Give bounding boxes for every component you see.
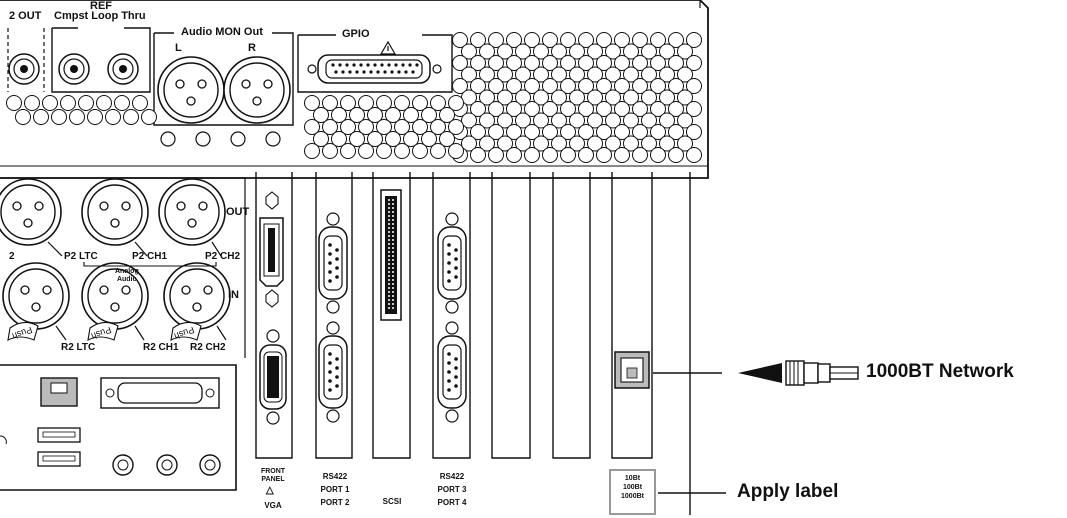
- gpio-group: [297, 34, 453, 93]
- in-label: IN: [228, 289, 239, 301]
- p2-ch1-label: P2 CH1: [132, 251, 168, 262]
- rs422-port-4: [437, 321, 467, 423]
- ref-label: REF: [90, 0, 112, 12]
- dvi-connector: [259, 191, 284, 308]
- rj45-port: [614, 351, 650, 389]
- lower-chassis: [0, 177, 246, 491]
- ref-group: [7, 27, 151, 93]
- analog-audio-label: Analog Audio: [115, 268, 139, 283]
- p2-ch2-label: P2 CH2: [205, 251, 241, 262]
- p2-ltc-label: P2 LTC: [64, 251, 98, 262]
- lower-io: [0, 377, 221, 476]
- pci-slots: [255, 172, 691, 515]
- p2-partial-label: 2: [9, 251, 15, 262]
- rs422-port-3: [437, 212, 467, 314]
- r2-ch1-label: R2 CH1: [143, 342, 179, 353]
- audio-r-label: R: [248, 42, 256, 54]
- gpio-pins: [331, 63, 419, 74]
- front-panel-label: FRONT PANEL: [260, 468, 286, 483]
- speed-label-sticker: [609, 469, 656, 515]
- arrow-left-icon: [738, 363, 782, 383]
- speed-label-text: 10Bt 100Bt 1000Bt: [621, 475, 644, 500]
- r2-ch2-label: R2 CH2: [190, 342, 226, 353]
- audio-mon-label: Audio MON Out: [181, 26, 263, 38]
- vga-connector: [259, 329, 287, 425]
- rs422-a-label: RS422 PORT 1 PORT 2: [320, 472, 350, 507]
- warning-triangle-icon: [379, 40, 397, 55]
- analog-audio-xlrs: [0, 178, 231, 341]
- audio-l-label: L: [175, 42, 182, 54]
- out-label: OUT: [226, 206, 250, 218]
- network-callout: 1000BT Network: [866, 361, 1014, 382]
- scsi-label: SCSI: [382, 497, 402, 506]
- front-panel-warning-icon: △: [266, 485, 274, 496]
- scsi-connector: [380, 189, 402, 321]
- vent-grid: [6, 32, 702, 163]
- r2-ltc-label: R2 LTC: [61, 342, 96, 353]
- rj45-cable-plug-icon: [785, 360, 859, 386]
- gpio-label: GPIO: [342, 28, 370, 40]
- rs422-port-2: [318, 321, 348, 423]
- rs422-b-label: RS422 PORT 3 PORT 4: [437, 472, 467, 507]
- ref-out-label: 2 OUT: [9, 10, 42, 22]
- audio-mon-group: [153, 32, 294, 147]
- apply-label-callout: Apply label: [737, 481, 839, 502]
- rs422-port-1: [318, 212, 348, 314]
- ref-sub-label: Cmpst Loop Thru: [54, 10, 146, 22]
- upper-chassis: [0, 0, 709, 179]
- vga-label: VGA: [264, 501, 282, 510]
